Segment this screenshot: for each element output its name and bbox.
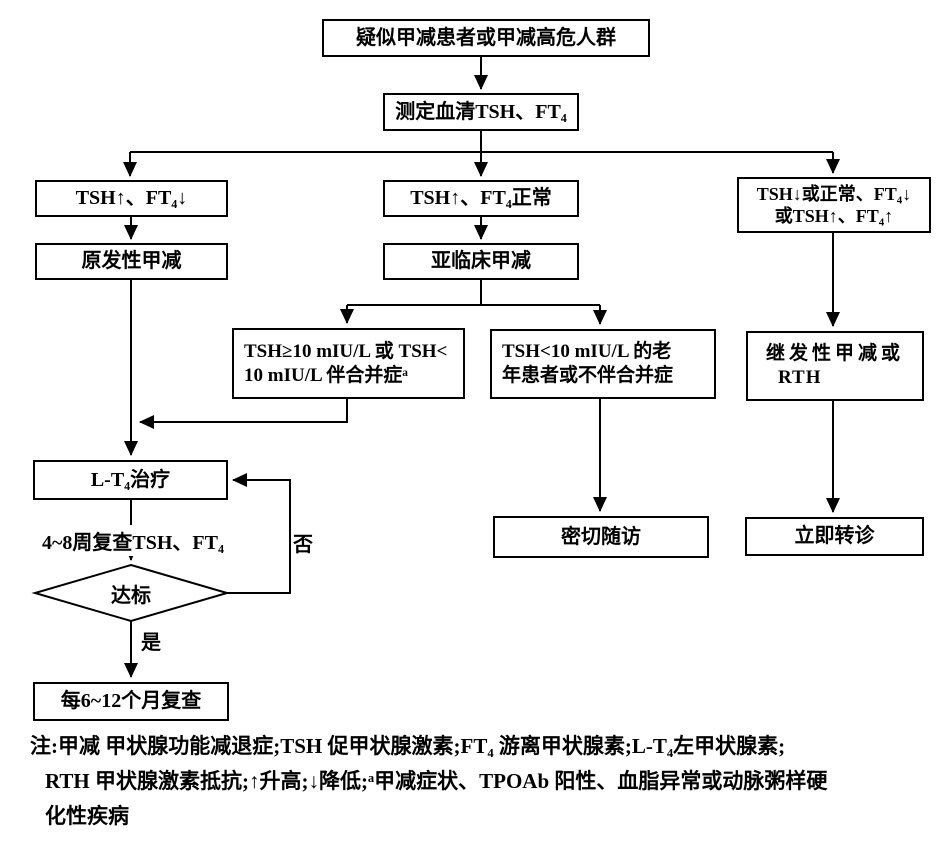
target-check-label: 达标 (111, 585, 151, 607)
node-treat-criteria-line2: 10 mIU/L 伴合并症ᵃ (244, 364, 408, 386)
node-secondary-line2: RTH (778, 367, 822, 388)
node-periodic-review: 每6~12个月复查 (33, 682, 229, 721)
node-central-criteria: TSH↓或正常、FT₄↓ 或TSH↑、FT₄↑ (737, 177, 931, 233)
node-lt4-label: L-T₄治疗 (90, 468, 171, 491)
footnote: 注:甲减 甲状腺功能减退症;TSH 促甲状腺激素;FT₄ 游离甲状腺素;L-T₄… (30, 729, 930, 834)
node-subclinical-criteria: TSH↑、FT₄正常 (383, 180, 579, 217)
node-observe-criteria-line2: 年患者或不伴合并症 (502, 365, 674, 386)
node-primary-label: 原发性甲减 (81, 250, 182, 272)
node-measure-label: 测定血清TSH、FT₄ (395, 100, 567, 123)
node-immediate-referral-label: 立即转诊 (794, 525, 875, 547)
node-start-label: 疑似甲减患者或甲减高危人群 (356, 26, 616, 49)
node-observe-criteria: TSH<10 mIU/L 的老 年患者或不伴合并症 (490, 329, 716, 399)
node-subclinical-label: 亚临床甲减 (431, 250, 531, 272)
node-observe-criteria-line1: TSH<10 mIU/L 的老 (502, 341, 672, 363)
node-lt4-treatment: L-T₄治疗 (33, 460, 228, 500)
node-overt-criteria: TSH↑、FT₄↓ (35, 180, 228, 217)
arrow-no-loop (227, 473, 291, 594)
node-close-followup: 密切随访 (493, 516, 709, 558)
recheck-interval-label: 4~8周复查TSH、FT₄ (38, 525, 228, 556)
no-label: 否 (293, 534, 313, 556)
node-secondary-or-rth: 继发性甲减或 RTH (746, 331, 924, 401)
footnote-line2: RTH 甲状腺激素抵抗;↑升高;↓降低;ᵃ甲减症状、TPOAb 阳性、血脂异常或… (45, 769, 828, 793)
node-primary-hypothyroidism: 原发性甲减 (35, 243, 228, 280)
node-close-followup-label: 密切随访 (561, 525, 641, 548)
yes-label: 是 (141, 632, 161, 654)
node-periodic-review-label: 每6~12个月复查 (60, 690, 202, 712)
node-secondary-line1: 继发性甲减或 (765, 343, 904, 365)
footnote-line3: 化性疾病 (45, 804, 129, 828)
node-subclinical-criteria-label: TSH↑、FT₄正常 (410, 187, 552, 209)
node-treat-criteria: TSH≥10 mIU/L 或 TSH< 10 mIU/L 伴合并症ᵃ (232, 328, 465, 399)
node-start: 疑似甲减患者或甲减高危人群 (322, 19, 650, 57)
node-subclinical-hypothyroidism: 亚临床甲减 (383, 243, 579, 280)
node-overt-criteria-label: TSH↑、FT₄↓ (75, 187, 188, 209)
arrow-treat-merge (139, 399, 348, 429)
footnote-line1: 注:甲减 甲状腺功能减退症;TSH 促甲状腺激素;FT₄ 游离甲状腺素;L-T₄… (30, 734, 786, 758)
node-immediate-referral: 立即转诊 (745, 517, 924, 556)
node-central-criteria-line2: 或TSH↑、FT₄↑ (774, 206, 894, 226)
node-treat-criteria-line1: TSH≥10 mIU/L 或 TSH< (244, 340, 448, 362)
node-measure-tsh-ft4: 测定血清TSH、FT₄ (383, 93, 579, 131)
target-diamond (31, 563, 231, 623)
node-central-criteria-line1: TSH↓或正常、FT₄↓ (756, 183, 912, 204)
